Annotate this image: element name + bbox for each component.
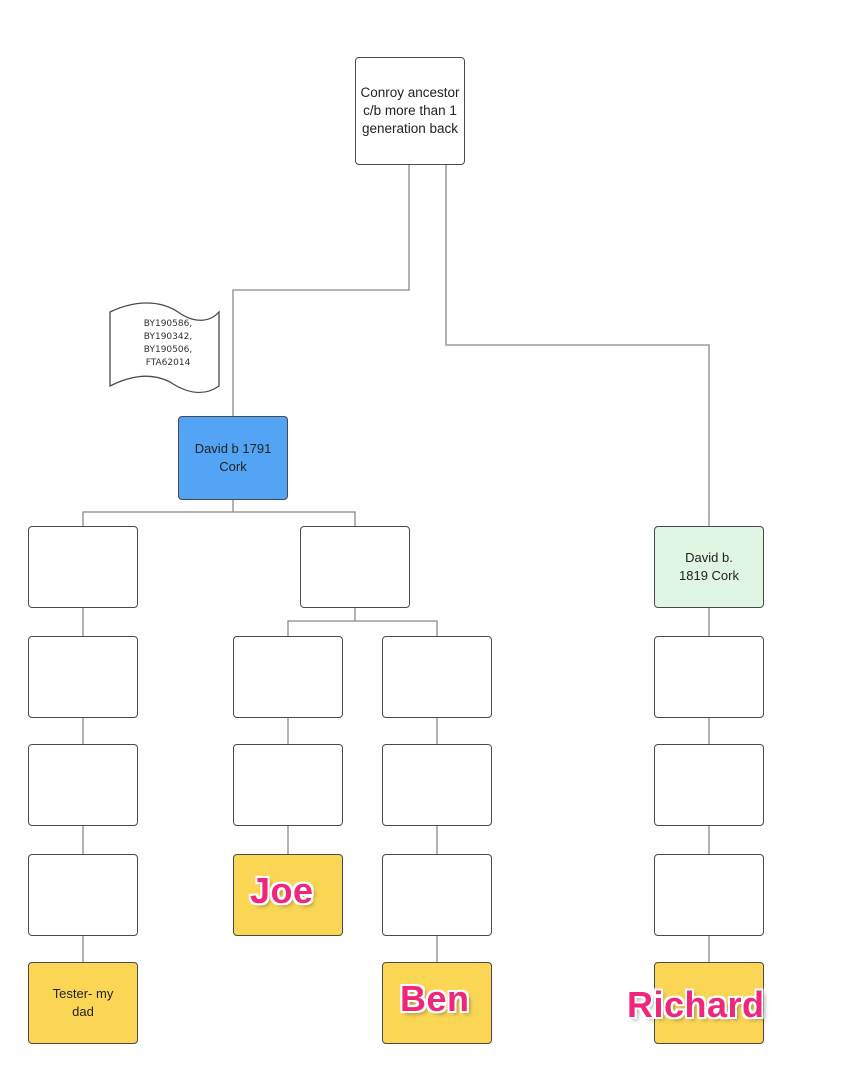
david-1819-box: David b. 1819 Cork (654, 526, 764, 608)
left-column-node (28, 636, 138, 718)
richard-callout: Richard (627, 984, 765, 1025)
middle-left-node (233, 744, 343, 826)
root-ancestor-label: Conroy ancestor c/b more than 1 generati… (360, 85, 460, 136)
middle-column-node (300, 526, 410, 608)
joe-box (233, 854, 343, 936)
right-column-node (654, 854, 764, 936)
richard-box (654, 962, 764, 1044)
connector-root-david-1791 (232, 164, 410, 416)
left-column-node (28, 854, 138, 936)
root-ancestor-box: Conroy ancestor c/b more than 1 generati… (355, 57, 465, 165)
left-column-node (28, 526, 138, 608)
connector-root-david-1819 (445, 164, 710, 526)
middle-right-node (382, 744, 492, 826)
ben-callout: Ben (400, 978, 470, 1019)
connector-middle-split (287, 608, 356, 636)
david-1791-box: David b 1791 Cork (178, 416, 288, 500)
haplotype-note-text: BY190586, BY190342, BY190506, FTA62014 (143, 319, 193, 368)
joe-callout: Joe (250, 870, 314, 911)
middle-left-node (233, 636, 343, 718)
connector-david-1791-children (82, 499, 234, 526)
david-1819-label: David b. 1819 Cork (679, 550, 739, 583)
middle-right-node (382, 854, 492, 936)
right-column-node (654, 636, 764, 718)
left-column-node (28, 744, 138, 826)
haplotype-note-shape (109, 302, 220, 393)
ben-box (382, 962, 492, 1044)
middle-right-node (382, 636, 492, 718)
tester-label: Tester- my dad (52, 986, 114, 1019)
tester-box: Tester- my dad (28, 962, 138, 1044)
david-1791-label: David b 1791 Cork (194, 441, 272, 474)
right-column-node (654, 744, 764, 826)
